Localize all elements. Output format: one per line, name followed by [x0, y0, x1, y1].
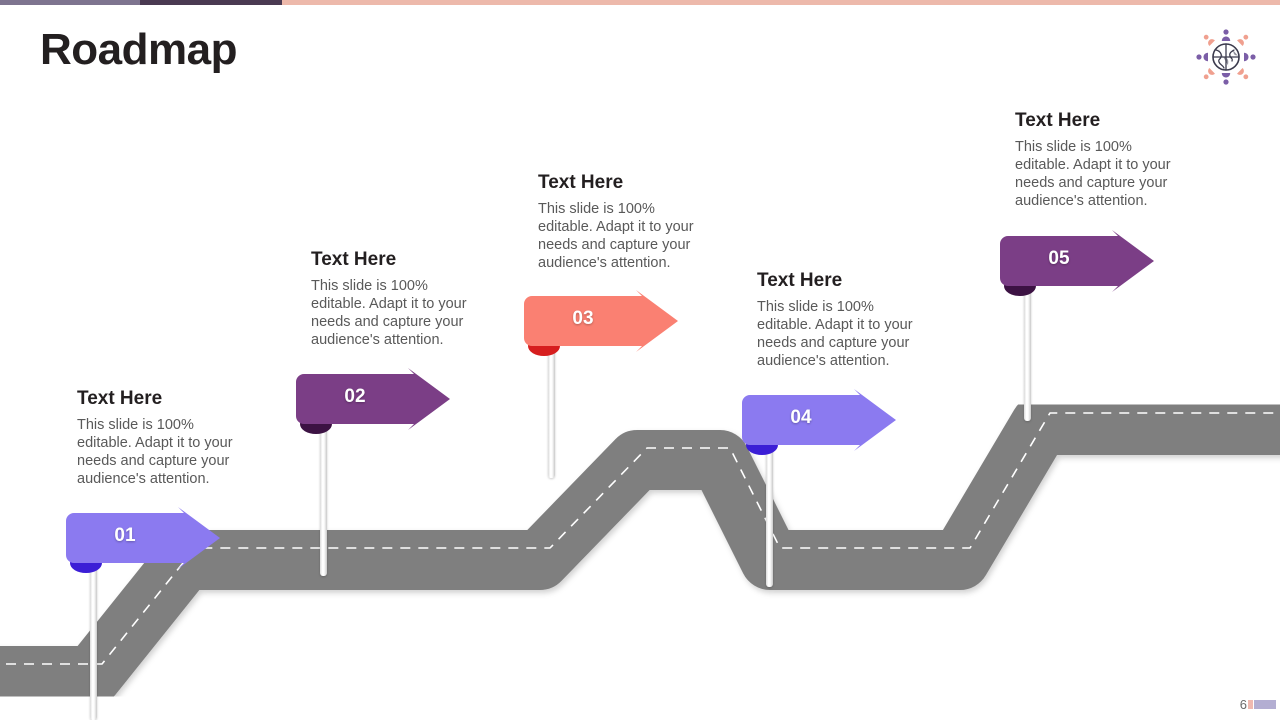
milestone-03-pin[interactable]: 03 — [524, 288, 754, 488]
milestone-05-pin[interactable]: 05 — [1000, 228, 1230, 428]
milestone-03-description: This slide is 100% editable. Adapt it to… — [538, 201, 694, 271]
milestone-05-title: Text Here — [1015, 110, 1101, 131]
milestone-02-pole — [320, 414, 327, 576]
milestone-04-flag[interactable]: 04 — [742, 387, 902, 460]
milestone-01[interactable]: Text Here This slide is 100% editable. A… — [77, 388, 235, 489]
accent-segment-left — [0, 0, 140, 5]
milestone-05-flag[interactable]: 05 — [1000, 228, 1160, 301]
milestone-04[interactable]: Text Here This slide is 100% editable. A… — [757, 270, 915, 371]
milestone-05[interactable]: Text Here This slide is 100% editable. A… — [1015, 110, 1173, 211]
global-people-globe-logo — [1190, 26, 1262, 88]
milestone-01-pin[interactable]: 01 — [66, 505, 296, 720]
milestone-02-title: Text Here — [311, 249, 397, 270]
milestone-05-description: This slide is 100% editable. Adapt it to… — [1015, 139, 1171, 209]
milestone-03-pole — [548, 336, 555, 478]
milestone-02-pin[interactable]: 02 — [296, 366, 526, 581]
milestone-01-description: This slide is 100% editable. Adapt it to… — [77, 417, 233, 487]
top-accent-bar — [0, 0, 1280, 5]
milestone-02-flag[interactable]: 02 — [296, 366, 456, 439]
milestone-02-description: This slide is 100% editable. Adapt it to… — [311, 278, 467, 348]
milestone-03[interactable]: Text Here This slide is 100% editable. A… — [538, 172, 696, 273]
accent-segment-middle — [140, 0, 282, 5]
milestone-04-title: Text Here — [757, 270, 843, 291]
milestone-03-title: Text Here — [538, 172, 624, 193]
milestone-04-description: This slide is 100% editable. Adapt it to… — [757, 299, 913, 369]
footer-chip-salmon — [1248, 700, 1253, 709]
milestone-02[interactable]: Text Here This slide is 100% editable. A… — [311, 249, 469, 350]
milestone-01-flag[interactable]: 01 — [66, 505, 226, 578]
milestone-01-pole — [90, 553, 97, 720]
footer-color-chips — [1248, 700, 1276, 709]
milestone-01-title: Text Here — [77, 388, 163, 409]
page-number: 6 — [1239, 697, 1247, 712]
milestone-03-flag[interactable]: 03 — [524, 288, 684, 361]
page-title: Roadmap — [40, 25, 237, 74]
accent-segment-right — [282, 0, 1280, 5]
milestone-05-pole — [1024, 276, 1031, 421]
milestone-04-pin[interactable]: 04 — [742, 387, 972, 592]
footer-chip-lavender — [1254, 700, 1276, 709]
milestone-04-pole — [766, 435, 773, 587]
